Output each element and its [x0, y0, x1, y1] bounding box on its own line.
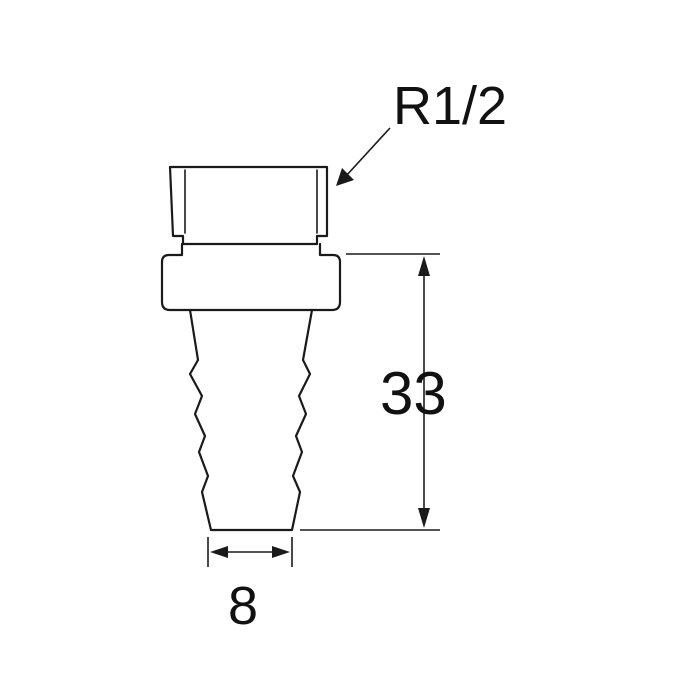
diameter-arrow-left [210, 546, 228, 558]
diameter-arrow-right [272, 546, 290, 558]
thread-section [168, 165, 329, 246]
thread-leader-arrow [336, 127, 391, 186]
length-dimension [300, 253, 440, 531]
diameter-dimension [207, 537, 293, 567]
length-arrow-top [418, 256, 430, 276]
diameter-label: 8 [228, 576, 258, 636]
length-label: 33 [380, 360, 447, 427]
length-arrow-bottom [418, 508, 430, 528]
thread-outline [168, 165, 329, 246]
hex-collar [160, 242, 342, 312]
thread-label: R1/2 [393, 76, 507, 136]
barbed-body [188, 308, 314, 532]
